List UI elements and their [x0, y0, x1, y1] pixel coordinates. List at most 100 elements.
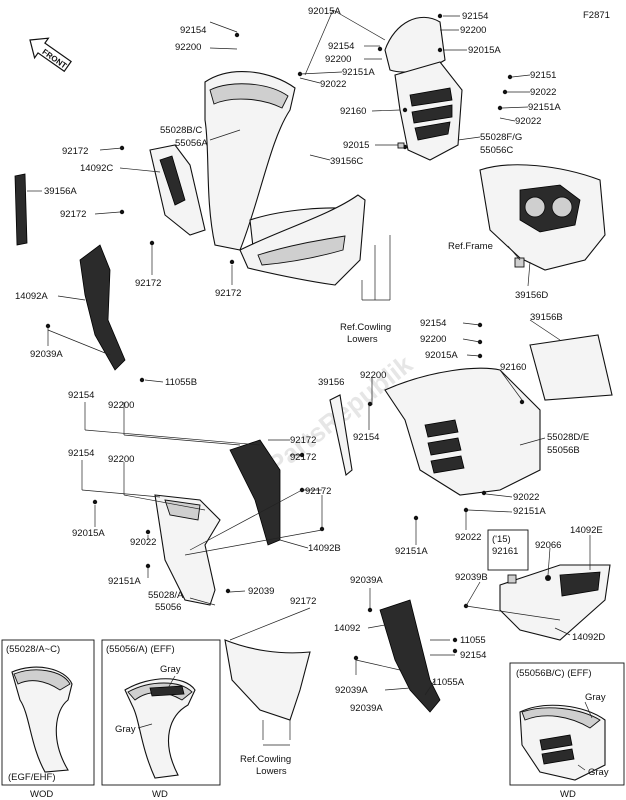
inset-middle-gray-2: Gray — [115, 724, 136, 735]
label-55056B: 55056B — [547, 445, 580, 456]
label-92154: 92154 — [460, 650, 486, 661]
label-92151A: 92151A — [108, 576, 141, 587]
lower-fairing-55028A — [154, 494, 221, 606]
label-92200: 92200 — [460, 25, 486, 36]
label-55028BC: 55028B/C — [160, 125, 202, 136]
label-55056A: 55056A — [175, 138, 208, 149]
label-55028FG: 55028F/G — [480, 132, 522, 143]
inset-middle-gray-1: Gray — [160, 664, 181, 675]
label-92200: 92200 — [108, 454, 134, 465]
label-92151: 92151 — [530, 70, 556, 81]
label-92154: 92154 — [462, 11, 488, 22]
inset-right: (55056B/C) (EFF) Gray Gray WD — [509, 662, 625, 800]
middle-fairing-part — [204, 71, 296, 251]
label-lowers: Lowers — [347, 334, 378, 345]
label-92154: 92154 — [420, 318, 446, 329]
label-39156D: 39156D — [515, 290, 548, 301]
label-92200: 92200 — [108, 400, 134, 411]
bottom-fairing-55056 — [224, 639, 311, 721]
figure-code: F2871 — [583, 10, 610, 21]
label-39156C: 39156C — [330, 156, 363, 167]
inset-left-title: (55028/A~C) — [6, 644, 60, 655]
label-92015A: 92015A — [468, 45, 501, 56]
label-92172: 92172 — [305, 486, 331, 497]
label-92039A: 92039A — [350, 703, 383, 714]
label-92022: 92022 — [455, 532, 481, 543]
label-92172: 92172 — [62, 146, 88, 157]
label-92015A: 92015A — [425, 350, 458, 361]
label-92015: 92015 — [343, 140, 369, 151]
label-lowers: Lowers — [256, 766, 287, 777]
label-92039: 92039 — [248, 586, 274, 597]
label-39156A: 39156A — [44, 186, 77, 197]
label-92172: 92172 — [290, 452, 316, 463]
label-55028A: 55028/A — [148, 590, 184, 601]
label-11055: 11055 — [460, 635, 486, 646]
label-92151A: 92151A — [528, 102, 561, 113]
label-14092D: 14092D — [572, 632, 605, 643]
label-14092E: 14092E — [570, 525, 603, 536]
strip-39156 — [329, 394, 353, 477]
label-92200: 92200 — [175, 42, 201, 53]
label-92200: 92200 — [360, 370, 386, 381]
label-92151A: 92151A — [513, 506, 546, 517]
label-92151A: 92151A — [342, 67, 375, 78]
label-14092A: 14092A — [15, 291, 48, 302]
inset-right-code: WD — [560, 789, 576, 800]
bracket-14092 — [379, 599, 441, 713]
label-92172: 92172 — [290, 596, 316, 607]
label-39156B: 39156B — [530, 312, 563, 323]
label-92161: 92161 — [492, 546, 518, 557]
label-ref-cowling: Ref.Cowling — [240, 754, 291, 765]
inset-left-code: WOD — [30, 789, 53, 800]
upper-cowl-part — [384, 16, 446, 73]
inset-right-gray-1: Gray — [585, 692, 606, 703]
label-92066: 92066 — [535, 540, 561, 551]
label-15: ('15) — [492, 534, 511, 545]
label-92160: 92160 — [500, 362, 526, 373]
label-92172: 92172 — [60, 209, 86, 220]
side-fairing-55028DE — [384, 367, 541, 496]
label-92154: 92154 — [353, 432, 379, 443]
label-92160: 92160 — [340, 106, 366, 117]
label-ref-cowling: Ref.Cowling — [340, 322, 391, 333]
label-92172: 92172 — [215, 288, 241, 299]
front-arrow-icon: FRONT — [29, 37, 72, 73]
label-92154: 92154 — [328, 41, 354, 52]
label-92200: 92200 — [420, 334, 446, 345]
inset-right-title: (55056B/C) (EFF) — [516, 668, 592, 679]
label-55056: 55056 — [155, 602, 181, 613]
inset-left: (55028/A~C) (EGF/EHF) WOD — [1, 639, 95, 800]
inset-middle-code: WD — [152, 789, 168, 800]
label-92154: 92154 — [180, 25, 206, 36]
label-92022: 92022 — [130, 537, 156, 548]
label-92022: 92022 — [515, 116, 541, 127]
label-11055A: 11055A — [432, 677, 465, 688]
label-92015A: 92015A — [72, 528, 105, 539]
label-39156: 39156 — [318, 377, 344, 388]
label-92154: 92154 — [68, 448, 94, 459]
label-92039B: 92039B — [455, 572, 488, 583]
label-92039A: 92039A — [30, 349, 63, 360]
inset-left-caption: (EGF/EHF) — [8, 772, 56, 783]
pad-39156B — [529, 334, 613, 401]
label-14092B: 14092B — [308, 543, 341, 554]
label-92154: 92154 — [68, 390, 94, 401]
label-ref-frame: Ref.Frame — [448, 241, 493, 252]
bracket-14092A — [79, 244, 126, 371]
label-92151A: 92151A — [395, 546, 428, 557]
strip-39156A — [14, 173, 28, 246]
label-92022: 92022 — [320, 79, 346, 90]
variant-box-15 — [487, 529, 529, 571]
label-92172: 92172 — [290, 435, 316, 446]
label-92200: 92200 — [325, 54, 351, 65]
label-14092C: 14092C — [80, 163, 113, 174]
label-92022: 92022 — [513, 492, 539, 503]
label-92039A: 92039A — [350, 575, 383, 586]
label-14092: 14092 — [334, 623, 360, 634]
label-11055B: 11055B — [165, 377, 197, 388]
label-92022: 92022 — [530, 87, 556, 98]
inset-middle: (55056/A) (EFF) Gray Gray WD — [101, 639, 221, 800]
